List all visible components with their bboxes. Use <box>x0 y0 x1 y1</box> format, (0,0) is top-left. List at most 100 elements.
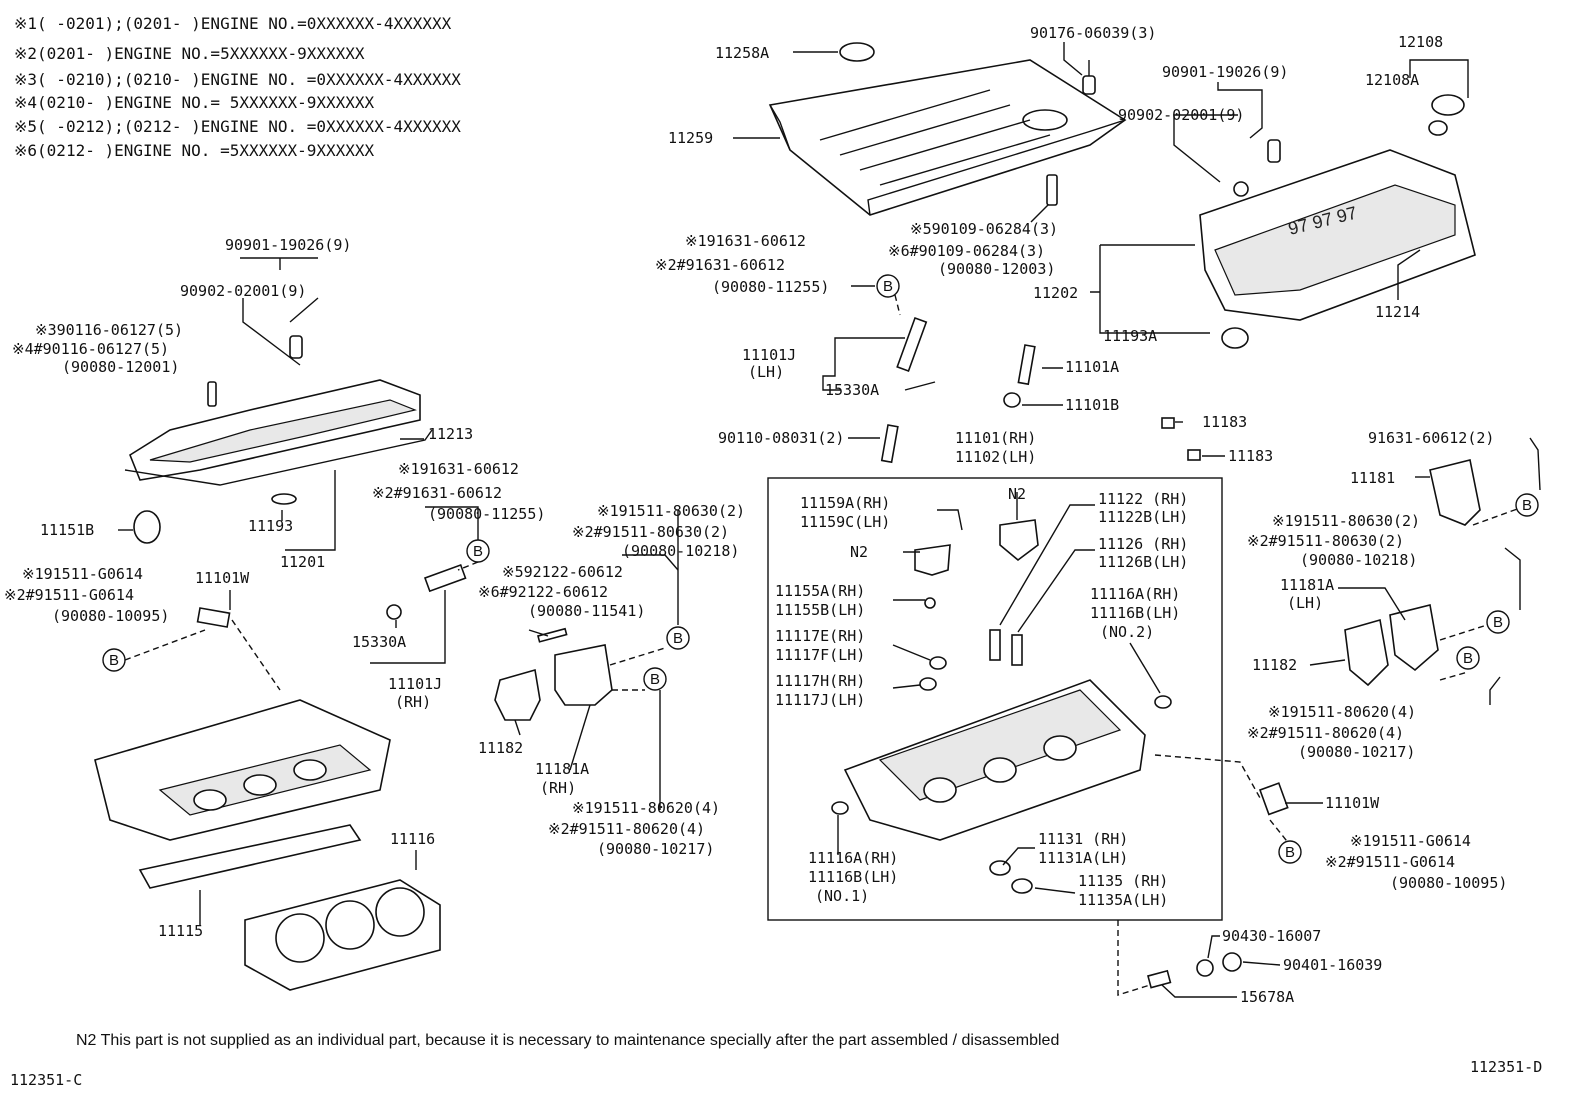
note-1: ※1( -0201);(0201- )ENGINE NO.=0XXXXXX-4X… <box>14 14 452 33</box>
label-no2: (NO.2) <box>1100 623 1154 641</box>
label-rh-a: (RH) <box>395 693 431 711</box>
label-11155a: 11155A(RH) <box>775 582 865 600</box>
label-11201: 11201 <box>280 553 325 571</box>
svg-text:B: B <box>109 652 119 669</box>
label-11101j-rh: 11101J <box>388 675 442 693</box>
svg-text:B: B <box>1285 844 1295 861</box>
engine-cover-illustration <box>768 42 1127 216</box>
label-s2-91511-80620-r: ※2#91511-80620(4) <box>1247 724 1404 742</box>
label-15678a: 15678A <box>1240 988 1294 1006</box>
label-s2-91511-80630-l: ※2#91511-80630(2) <box>572 523 729 541</box>
label-11116: 11116 <box>390 830 435 848</box>
label-11101b: 11101B <box>1065 396 1119 414</box>
label-11135a: 11135A(LH) <box>1078 891 1168 909</box>
label-11126b: 11126B(LH) <box>1098 553 1188 571</box>
label-lh-b: (LH) <box>1287 594 1323 612</box>
label-11101w-r: 11101W <box>1325 794 1380 812</box>
label-11116a-b: 11116A(RH) <box>808 849 898 867</box>
label-90401-16039: 90401-16039 <box>1283 956 1382 974</box>
label-11181a-r: 11181A <box>1280 576 1334 594</box>
label-90080-10217-r: (90080-10217) <box>1298 743 1415 761</box>
label-15330a-a: 15330A <box>825 381 879 399</box>
label-s2-91631-60612-a: ※2#91631-60612 <box>655 256 785 274</box>
label-s6-92122-60612: ※6#92122-60612 <box>478 583 608 601</box>
svg-text:B: B <box>883 278 893 295</box>
label-s1-91631-60612-b: ※191631-60612 <box>398 460 519 478</box>
label-s5-90109-06284: ※590109-06284(3) <box>910 220 1058 238</box>
label-11202: 11202 <box>1033 284 1078 302</box>
label-90080-12003: (90080-12003) <box>938 260 1055 278</box>
svg-text:B: B <box>673 630 683 647</box>
label-15330a-b: 15330A <box>352 633 406 651</box>
label-11214: 11214 <box>1375 303 1420 321</box>
label-11181: 11181 <box>1350 469 1395 487</box>
label-11101w-l: 11101W <box>195 569 250 587</box>
label-11259: 11259 <box>668 129 713 147</box>
label-11151b: 11151B <box>40 521 94 539</box>
bubble-b-2: B <box>466 539 490 563</box>
engine-number-notes: ※1( -0201);(0201- )ENGINE NO.=0XXXXXX-4X… <box>14 14 461 160</box>
label-11193a: 11193A <box>1103 327 1157 345</box>
label-11117f: 11117F(LH) <box>775 646 865 664</box>
label-11155b: 11155B(LH) <box>775 601 865 619</box>
bubble-b-5: B <box>643 667 667 691</box>
label-11213: 11213 <box>428 425 473 443</box>
label-n2-b: N2 <box>850 543 868 561</box>
label-no1: (NO.1) <box>815 887 869 905</box>
label-90901-19026-r: 90901-19026(9) <box>1162 63 1288 81</box>
bubble-b-7: B <box>1486 610 1510 634</box>
label-n2-a: N2 <box>1008 485 1026 503</box>
label-11183-a: 11183 <box>1202 413 1247 431</box>
bubble-b-1: B <box>876 274 900 298</box>
figure-id-left: 112351-C <box>10 1071 82 1089</box>
label-90080-11541: (90080-11541) <box>528 602 645 620</box>
label-11102-lh: 11102(LH) <box>955 448 1036 466</box>
label-11181a-l: 11181A <box>535 760 589 778</box>
note-5: ※5( -0212);(0212- )ENGINE NO. =0XXXXXX-4… <box>14 117 461 136</box>
label-s1-91511-80630-r: ※191511-80630(2) <box>1272 512 1420 530</box>
label-90110-08031: 90110-08031(2) <box>718 429 844 447</box>
bubble-b-8: B <box>1456 646 1480 670</box>
figure-id-right: 112351-D <box>1470 1058 1542 1076</box>
label-11117h: 11117H(RH) <box>775 672 865 690</box>
label-12108: 12108 <box>1398 33 1443 51</box>
label-rh-b: (RH) <box>540 779 576 797</box>
label-11182-l: 11182 <box>478 739 523 757</box>
label-11131: 11131 (RH) <box>1038 830 1128 848</box>
svg-text:B: B <box>1493 614 1503 631</box>
bubble-b-6: B <box>1515 493 1539 517</box>
label-s1-91511-80620-r: ※191511-80620(4) <box>1268 703 1416 721</box>
label-s6-90109-06284: ※6#90109-06284(3) <box>888 242 1045 260</box>
label-90176-06039: 90176-06039(3) <box>1030 24 1156 42</box>
right-head-cover-illustration: 97 97 97 <box>1046 94 1476 349</box>
svg-text:B: B <box>1463 650 1473 667</box>
label-90080-10095-l: (90080-10095) <box>52 607 169 625</box>
label-11159a: 11159A(RH) <box>800 494 890 512</box>
label-s2-91631-60612-b: ※2#91631-60612 <box>372 484 502 502</box>
label-s1-91511-g0614-l: ※191511-G0614 <box>22 565 143 583</box>
label-11116b-r: 11116B(LH) <box>1090 604 1180 622</box>
label-11116a-r: 11116A(RH) <box>1090 585 1180 603</box>
svg-text:B: B <box>1522 497 1532 514</box>
label-90430-16007: 90430-16007 <box>1222 927 1321 945</box>
label-90080-10218-r: (90080-10218) <box>1300 551 1417 569</box>
label-11117e: 11117E(RH) <box>775 627 865 645</box>
part-labels: 11258A 11259 90176-06039(3) 90901-19026(… <box>4 24 1507 1006</box>
bubble-b-4: B <box>666 626 690 650</box>
label-90902-02001-l: 90902-02001(9) <box>180 282 306 300</box>
label-91631-60612-r: 91631-60612(2) <box>1368 429 1494 447</box>
label-s4-90116-06127: ※4#90116-06127(5) <box>12 340 169 358</box>
note-6: ※6(0212- )ENGINE NO. =5XXXXXX-9XXXXXX <box>14 141 375 160</box>
label-90080-10217-l: (90080-10217) <box>597 840 714 858</box>
brackets-and-sensors <box>196 316 1481 989</box>
label-90080-11255-b: (90080-11255) <box>428 505 545 523</box>
label-s2-91511-80630-r: ※2#91511-80630(2) <box>1247 532 1404 550</box>
label-11117j: 11117J(LH) <box>775 691 865 709</box>
label-11135: 11135 (RH) <box>1078 872 1168 890</box>
label-s1-91511-80630-l: ※191511-80630(2) <box>597 502 745 520</box>
label-11258a: 11258A <box>715 44 769 62</box>
label-s3-90116-06127: ※390116-06127(5) <box>35 321 183 339</box>
label-11182-r: 11182 <box>1252 656 1297 674</box>
label-11183-b: 11183 <box>1228 447 1273 465</box>
